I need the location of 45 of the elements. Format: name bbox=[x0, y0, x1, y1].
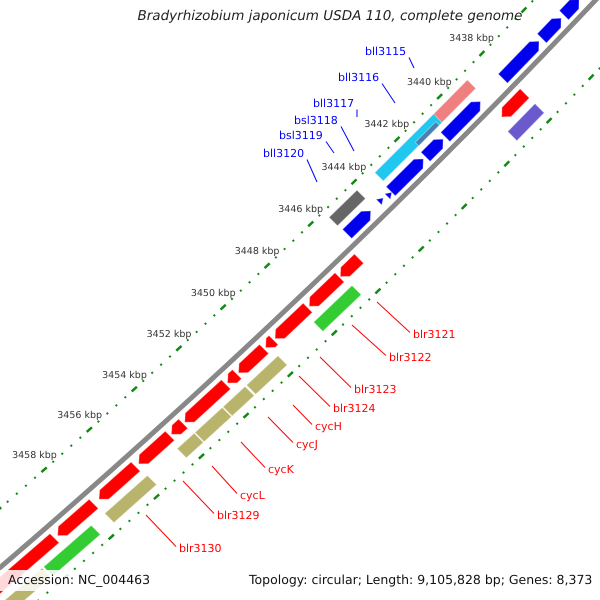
leader-line bbox=[212, 466, 238, 494]
gene-label: blr3121 bbox=[413, 329, 456, 342]
scale-label: 3444 kbp bbox=[321, 162, 366, 174]
gene-label: blr3122 bbox=[389, 352, 432, 365]
leader-line bbox=[340, 126, 354, 152]
scale-label: 3440 kbp bbox=[406, 78, 452, 88]
leader-line bbox=[376, 302, 410, 333]
scale-label: 3448 kbp bbox=[234, 247, 280, 258]
leader-line bbox=[268, 416, 294, 443]
leader-line bbox=[182, 480, 214, 514]
gene-label: cycK bbox=[268, 464, 294, 477]
gene-label: cycL bbox=[240, 490, 265, 503]
leader-line bbox=[320, 356, 352, 388]
scale-label: 3442 kbp bbox=[364, 120, 410, 132]
scale-label: 3452 kbp bbox=[146, 330, 192, 341]
gene-label: bll3115 bbox=[365, 46, 406, 59]
scale-label: 3456 kbp bbox=[57, 411, 102, 422]
scale-label: 3454 kbp bbox=[102, 370, 147, 382]
gene-label: blr3130 bbox=[179, 543, 222, 556]
gene-label: blr3129 bbox=[217, 510, 260, 523]
scale-label: 3438 kbp bbox=[449, 34, 494, 46]
leader-line bbox=[356, 109, 358, 118]
leader-line bbox=[408, 57, 414, 68]
leader-line bbox=[326, 141, 334, 154]
gene-label: blr3124 bbox=[333, 403, 376, 416]
gene-label: bll3116 bbox=[338, 72, 380, 85]
gene-label: blr3123 bbox=[354, 384, 397, 397]
leader-line bbox=[306, 159, 318, 182]
leader-line bbox=[146, 514, 176, 547]
leader-line bbox=[298, 376, 330, 407]
gene-label: bll3117 bbox=[313, 98, 354, 111]
scale-label: 3458 kbp bbox=[12, 451, 57, 462]
gene-label: bsl3119 bbox=[279, 130, 323, 143]
gene-label: bsl3118 bbox=[294, 115, 338, 128]
scale-label: 3450 kbp bbox=[190, 288, 236, 300]
gene-label: cycJ bbox=[296, 439, 318, 452]
leader-line bbox=[382, 83, 396, 104]
title: Bradyrhizobium japonicum USDA 110, complete genome bbox=[138, 9, 522, 25]
gene-label: cycH bbox=[315, 421, 342, 434]
leader-line bbox=[292, 404, 312, 425]
leader-line bbox=[240, 442, 266, 468]
leader-line bbox=[352, 324, 386, 356]
gene-label: bll3120 bbox=[263, 148, 304, 161]
scale-label: 3446 kbp bbox=[278, 205, 324, 216]
genome-summary-text: Topology: circular; Length: 9,105,828 bp; Genes: 8,373 bbox=[249, 573, 592, 588]
